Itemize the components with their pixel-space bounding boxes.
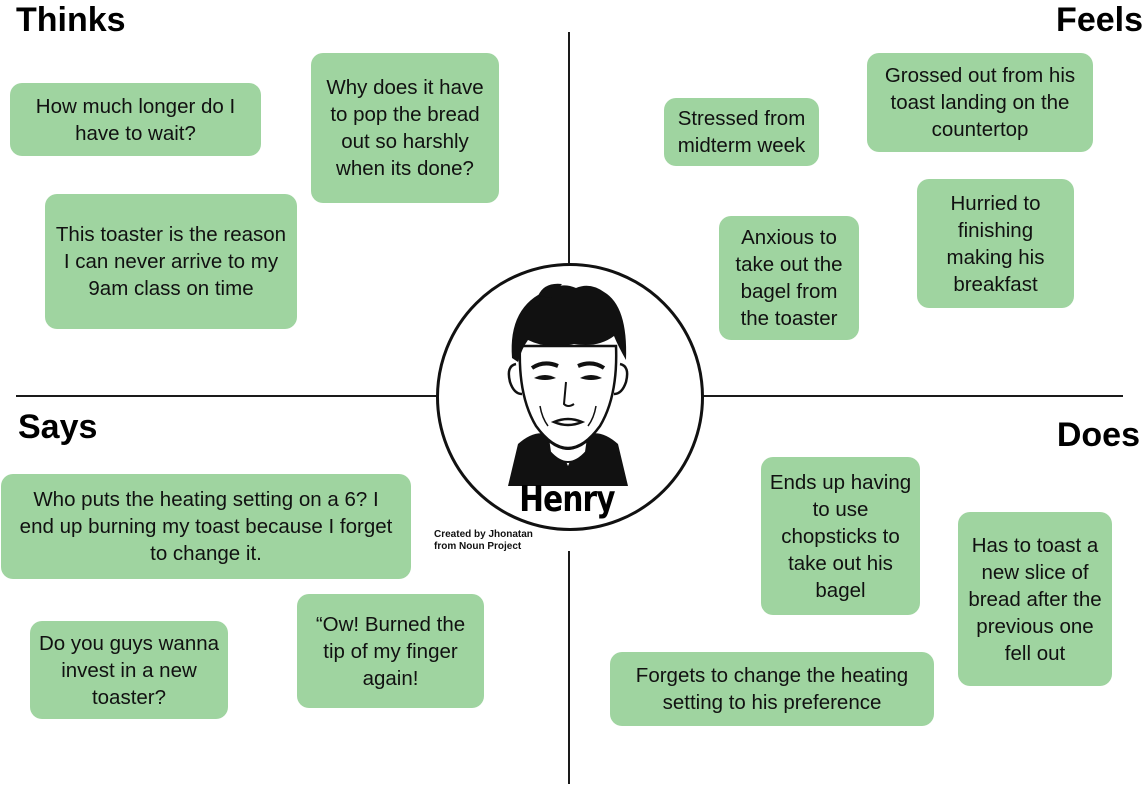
quadrant-title-says: Says	[18, 408, 98, 446]
quadrant-title-thinks: Thinks	[16, 1, 126, 39]
feels-note-2: Grossed out from his toast landing on th…	[867, 53, 1093, 152]
vertical-divider-top	[568, 32, 570, 263]
says-note-2: Do you guys wanna invest in a new toaste…	[30, 621, 228, 719]
says-note-1: Who puts the heating setting on a 6? I e…	[1, 474, 411, 579]
thinks-note-3: This toaster is the reason I can never a…	[45, 194, 297, 329]
credit-line-2: from Noun Project	[434, 541, 522, 552]
feels-note-3: Hurried to finishing making his breakfas…	[917, 179, 1074, 308]
thinks-note-1: How much longer do I have to wait?	[10, 83, 261, 156]
persona-name: Henry	[519, 479, 615, 520]
vertical-divider-bottom	[568, 551, 570, 784]
horizontal-divider-right	[703, 395, 1123, 397]
credit-line-1: Created by Jhonatan	[434, 529, 533, 540]
thinks-note-2: Why does it have to pop the bread out so…	[311, 53, 499, 203]
persona-portrait-image	[507, 283, 629, 486]
image-credit: Created by Jhonatan from Noun Project	[434, 529, 533, 553]
feels-note-4: Anxious to take out the bagel from the t…	[719, 216, 859, 340]
quadrant-title-does: Does	[1056, 416, 1140, 454]
does-note-3: Forgets to change the heating setting to…	[610, 652, 934, 726]
feels-note-1: Stressed from midterm week	[664, 98, 819, 166]
horizontal-divider-left	[16, 395, 438, 397]
does-note-1: Ends up having to use chopsticks to take…	[761, 457, 920, 615]
quadrant-title-feels: Feels	[1056, 1, 1143, 39]
says-note-3: “Ow! Burned the tip of my finger again!	[297, 594, 484, 708]
does-note-2: Has to toast a new slice of bread after …	[958, 512, 1112, 686]
